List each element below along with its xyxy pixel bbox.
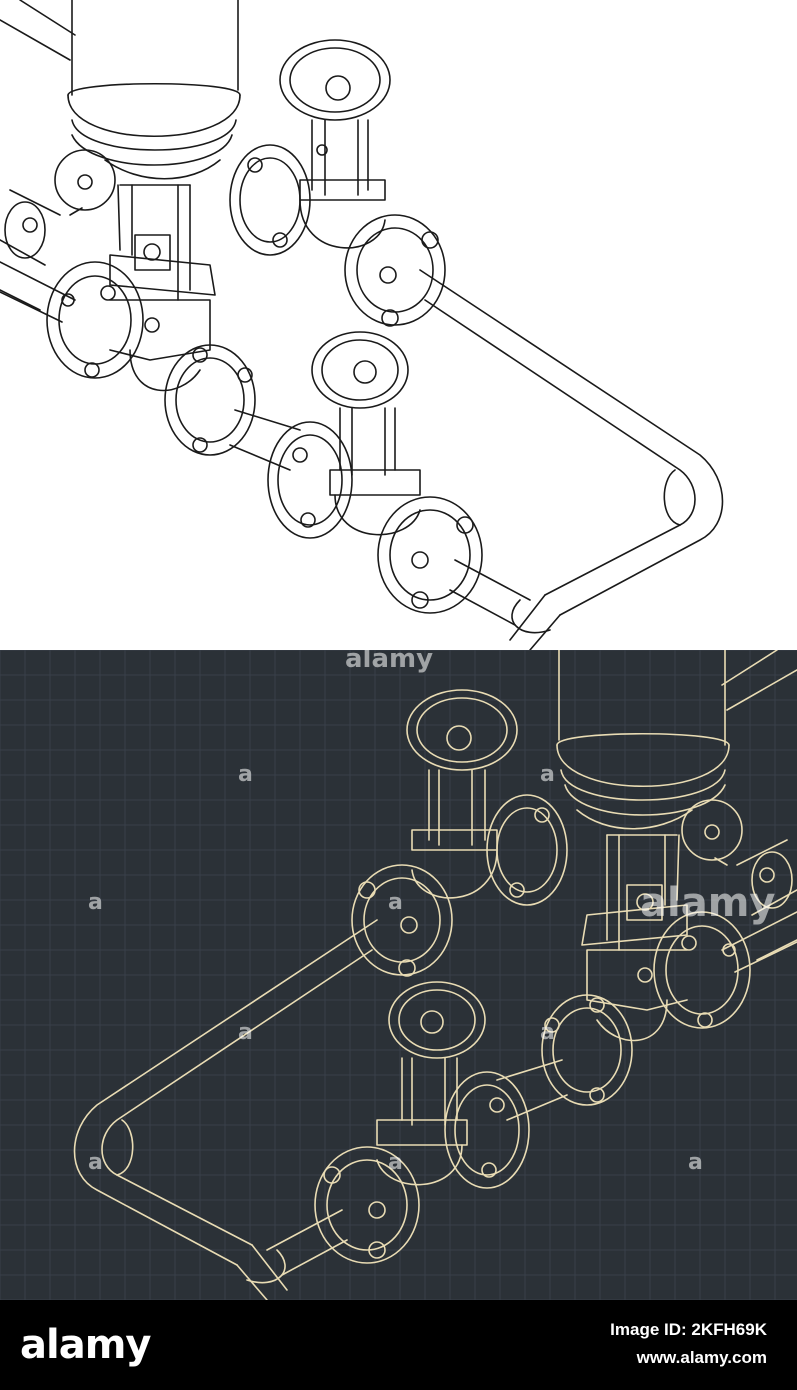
image-id: Image ID: 2KFH69K [610,1320,767,1339]
watermark-glyph: a [88,1150,103,1175]
footer-logo[interactable]: alamy [20,1322,151,1368]
gate-valve-top [279,39,391,249]
light-piping-drawing [0,0,724,650]
watermark-glyph: a [88,890,103,915]
dark-drawing-panel: alamy alamy a a a a a a a a a [0,650,797,1300]
flange-pair-3-dark [266,1071,530,1276]
flange-pair-3 [267,421,531,626]
tank [67,0,241,180]
left-pipe-dark [721,851,797,973]
dark-piping-drawing [0,650,797,1300]
valve-body-dark [586,911,751,1042]
valve-body-left [46,261,211,392]
watermark-glyph: a [238,762,253,787]
watermark-logo: alamy [345,650,434,674]
control-valve-left [54,149,216,301]
site-link[interactable]: www.alamy.com [636,1348,767,1367]
watermark-glyph: a [540,762,555,787]
watermark-logo: alamy [640,880,776,926]
flange-pair-1 [164,344,301,471]
watermark-glyph: a [540,1020,555,1045]
tank-dark [556,650,730,830]
watermark-glyph: a [238,1020,253,1045]
stock-footer: alamy Image ID: 2KFH69K www.alamy.com [0,1300,797,1390]
control-valve-dark [581,799,743,951]
light-drawing-panel [0,0,797,650]
gate-valve-top-dark [406,689,518,899]
flange-pair-2 [229,144,446,327]
blueprint-grid [0,650,797,1300]
watermark-glyph: a [688,1150,703,1175]
flange-pair-2-dark [351,794,568,977]
left-pipe [0,201,76,323]
flange-pair-1-dark [496,994,633,1121]
return-pipe [419,269,724,650]
watermark-glyph: a [388,1150,403,1175]
watermark-glyph: a [388,890,403,915]
return-pipe-dark [73,919,378,1300]
